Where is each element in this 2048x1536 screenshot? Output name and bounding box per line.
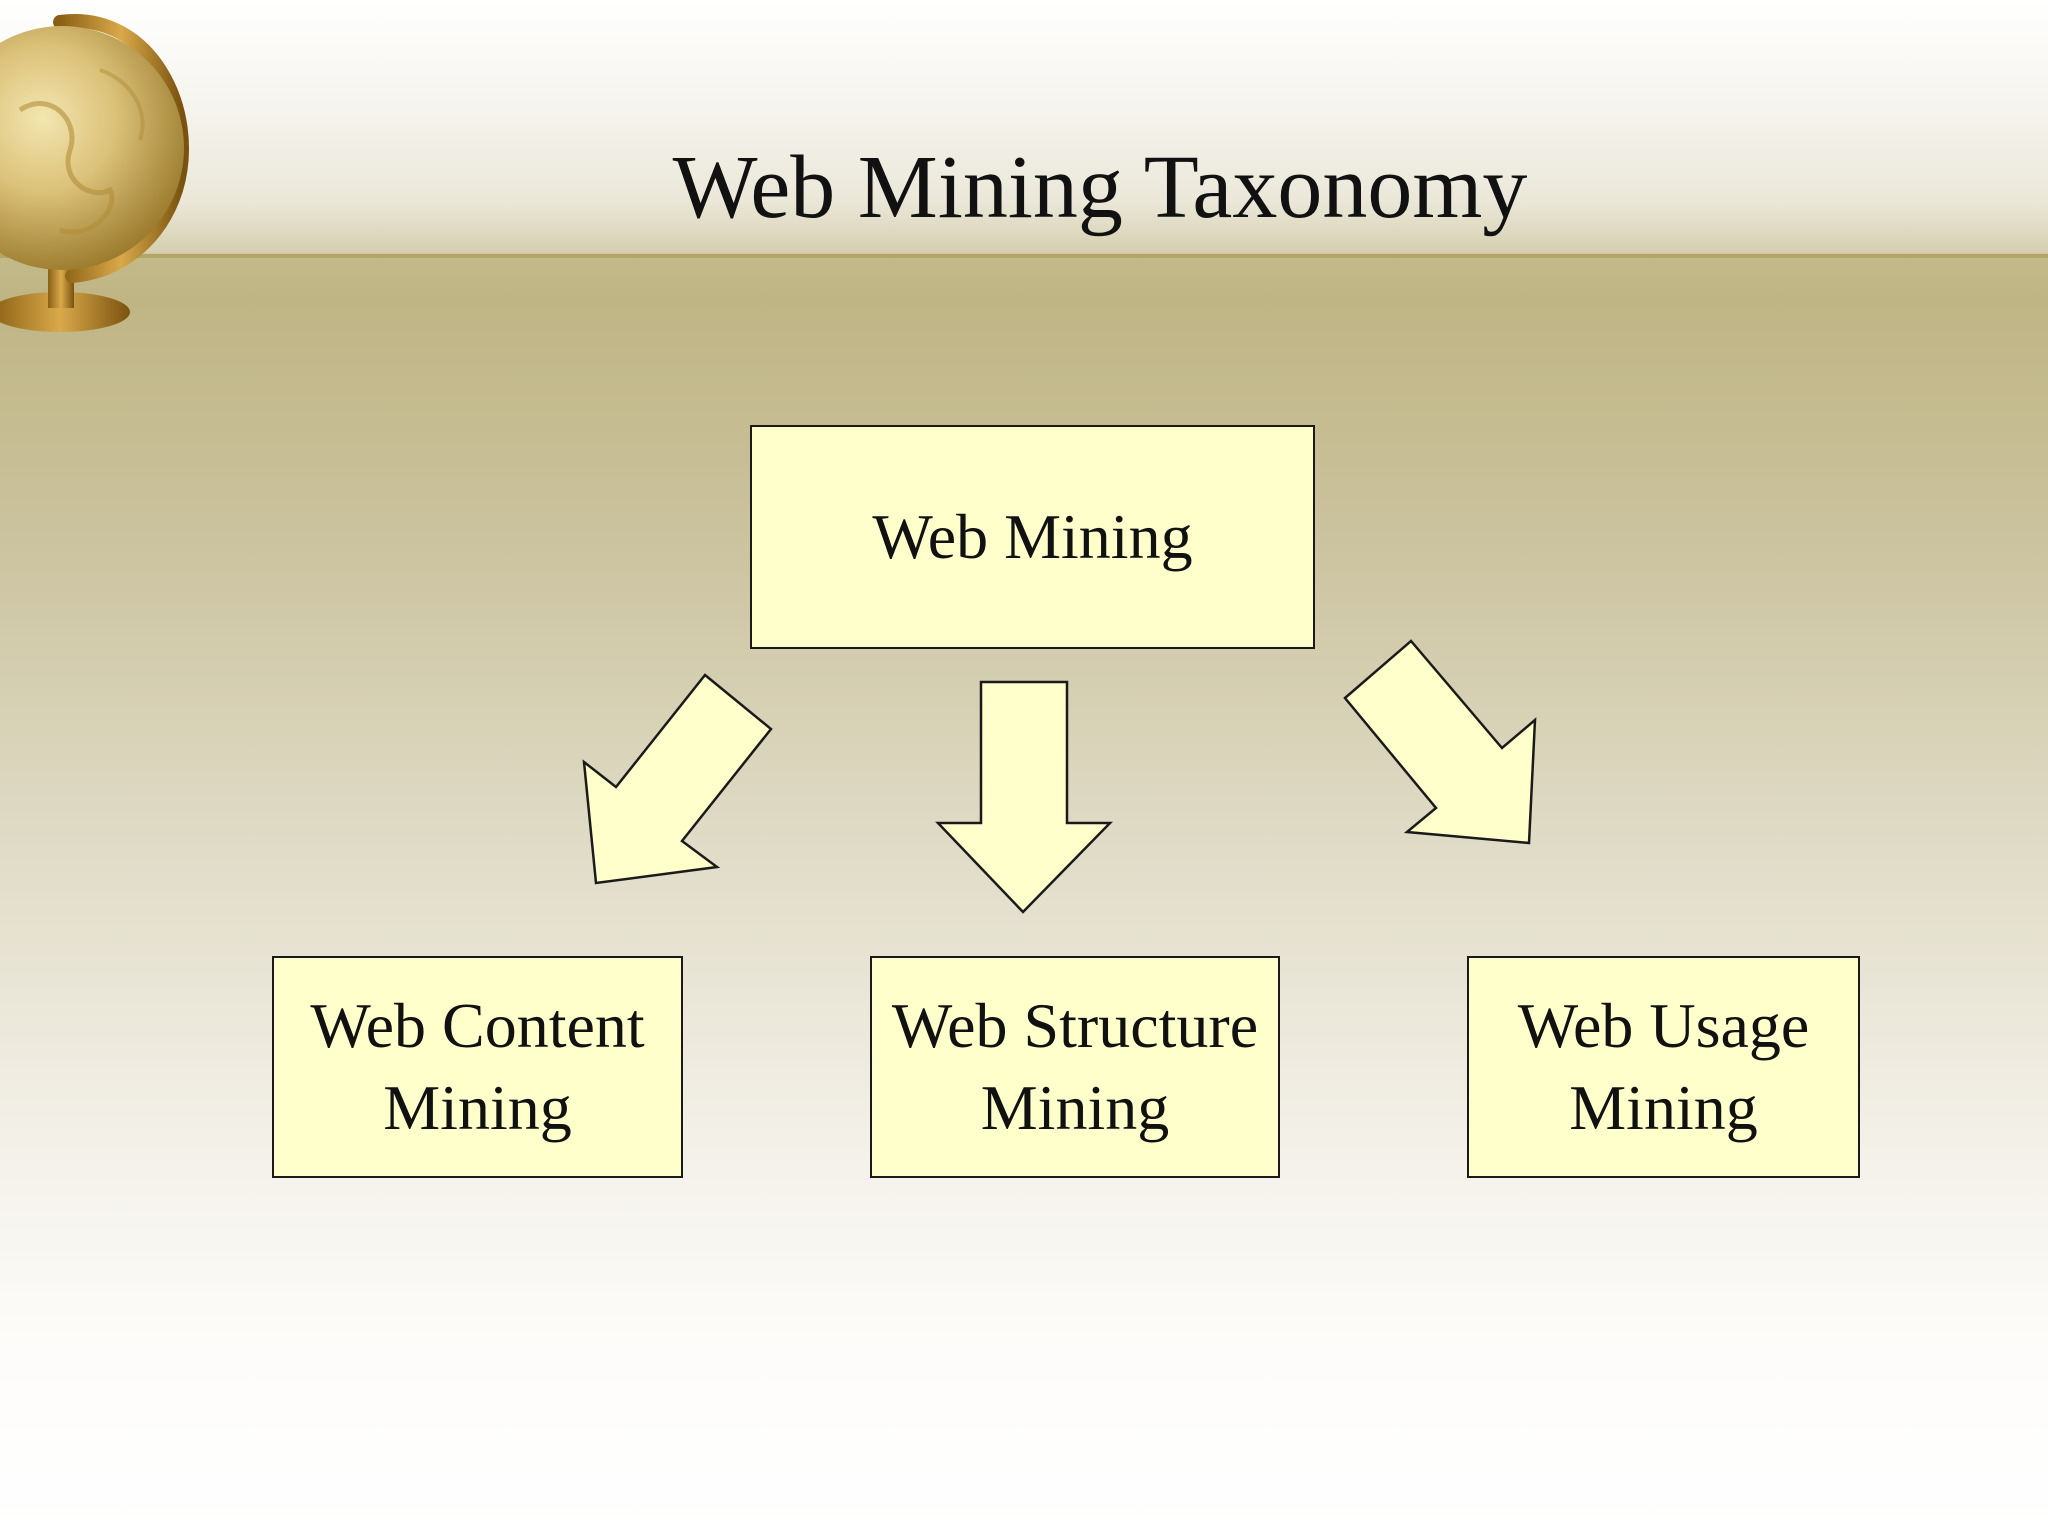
web-structure-mining-box: Web Structure Mining [870, 956, 1280, 1178]
web-usage-mining-line2: Mining [1518, 1067, 1810, 1149]
web-content-mining-label: Web Content Mining [310, 985, 644, 1149]
web-content-mining-line2: Mining [310, 1067, 644, 1149]
web-content-mining-box: Web Content Mining [272, 956, 683, 1178]
web-usage-mining-label: Web Usage Mining [1518, 985, 1810, 1149]
web-content-mining-line1: Web Content [310, 985, 644, 1067]
web-structure-mining-line2: Mining [892, 1067, 1258, 1149]
web-usage-mining-line1: Web Usage [1518, 985, 1810, 1067]
web-usage-mining-box: Web Usage Mining [1467, 956, 1860, 1178]
web-structure-mining-label: Web Structure Mining [892, 985, 1258, 1149]
arrow-down-right-icon [1345, 641, 1535, 843]
arrow-down-icon [938, 682, 1110, 912]
web-structure-mining-line1: Web Structure [892, 985, 1258, 1067]
arrow-down-left-icon [584, 675, 771, 883]
